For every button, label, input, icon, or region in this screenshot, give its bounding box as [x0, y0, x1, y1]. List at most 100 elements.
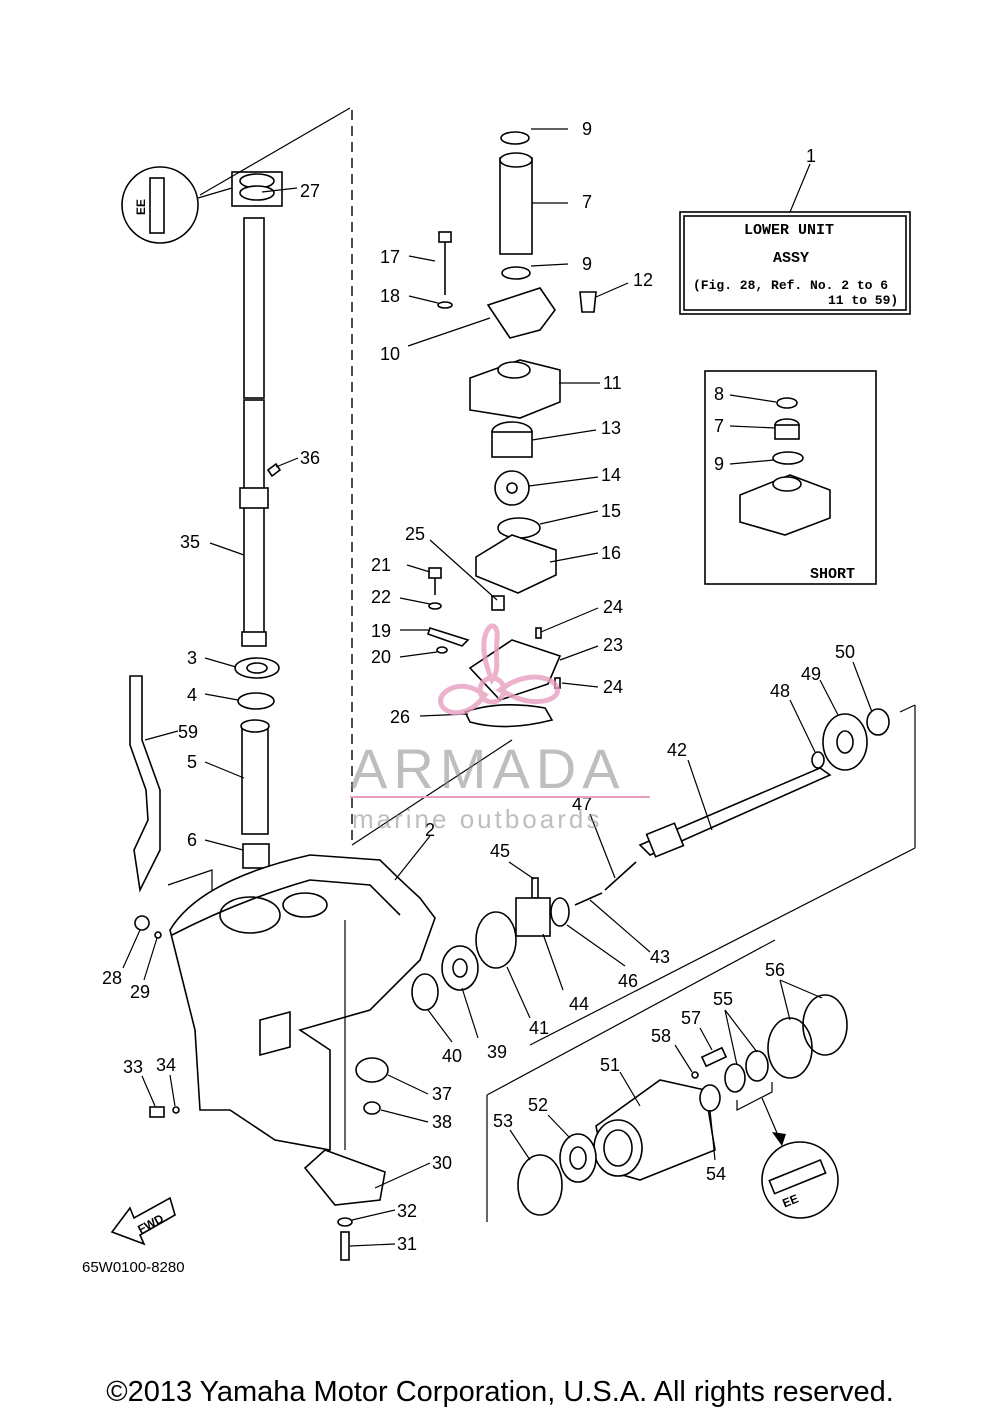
callout-2: 2: [425, 820, 435, 840]
callout-4: 4: [187, 685, 197, 705]
impeller-14: [494, 470, 530, 506]
grease-icon-bottom: [761, 1141, 839, 1219]
callout-17: 17: [380, 247, 400, 267]
lower-case-group: [134, 854, 436, 1261]
callout-27: 27: [300, 181, 320, 201]
callout-29: 29: [130, 982, 150, 1002]
gasket-15: [497, 517, 541, 539]
propeller-shaft-group: [411, 708, 890, 1011]
callout-21: 21: [371, 555, 391, 575]
drawing-code: 65W0100-8280: [82, 1259, 185, 1276]
bearing-3: [234, 657, 280, 679]
oring-56b: [802, 994, 848, 1056]
bearing-52: [559, 1133, 597, 1183]
callout-24a: 24: [603, 597, 623, 617]
drive-shaft-upper: [243, 217, 265, 399]
short-callout-7: 7: [714, 416, 724, 436]
callout-53: 53: [493, 1111, 513, 1131]
callout-47: 47: [572, 794, 592, 814]
callout-34: 34: [156, 1055, 176, 1075]
assy-box-line3: (Fig. 28, Ref. No. 2 to 6: [693, 278, 888, 293]
drive-shaft-group: EE: [121, 166, 283, 893]
callout-38: 38: [432, 1112, 452, 1132]
callout-58: 58: [651, 1026, 671, 1046]
short-callout-9: 9: [714, 454, 724, 474]
callout-45: 45: [490, 841, 510, 861]
propeller-shaft-42: [638, 767, 832, 856]
callout-41: 41: [529, 1018, 549, 1038]
callout-24b: 24: [603, 677, 623, 697]
water-pump-group: [426, 131, 597, 728]
pump-housing-11: [469, 359, 561, 419]
assy-box: 1 LOWER UNIT ASSY (Fig. 28, Ref. No. 2 t…: [679, 146, 911, 315]
callout-49: 49: [801, 664, 821, 684]
bearing-39: [441, 945, 479, 991]
callout-10: 10: [380, 344, 400, 364]
grease-icon-top: [121, 166, 199, 244]
sleeve-5: [241, 723, 269, 835]
anode-30: [303, 1149, 386, 1206]
callout-55: 55: [713, 989, 733, 1009]
gear-41: [475, 911, 517, 969]
gasket-26: [463, 704, 554, 728]
short-callout-8: 8: [714, 384, 724, 404]
gear-49: [822, 713, 868, 771]
fwd-arrow: FWD: [110, 1196, 176, 1246]
needle-bearing-6: [242, 843, 270, 869]
callout-42: 42: [667, 740, 687, 760]
oring-53: [517, 1154, 563, 1216]
watermark-brand: ARMADA: [350, 737, 626, 800]
watermark-tagline: marine outboards: [352, 804, 602, 834]
callout-33: 33: [123, 1057, 143, 1077]
assy-box-line4: 11 to 59): [828, 293, 898, 308]
callout-36: 36: [300, 448, 320, 468]
callout-43: 43: [650, 947, 670, 967]
callout-18: 18: [380, 286, 400, 306]
callout-22: 22: [371, 587, 391, 607]
drive-shaft-lower: [243, 399, 265, 641]
callout-25: 25: [405, 524, 425, 544]
callout-23: 23: [603, 635, 623, 655]
callout-28: 28: [102, 968, 122, 988]
callout-20: 20: [371, 647, 391, 667]
callout-16: 16: [601, 543, 621, 563]
callout-9a: 9: [582, 119, 592, 139]
callout-35: 35: [180, 532, 200, 552]
callout-14: 14: [601, 465, 621, 485]
callout-52: 52: [528, 1095, 548, 1115]
callout-9b: 9: [582, 254, 592, 274]
pinion-37: [355, 1057, 389, 1083]
callout-37: 37: [432, 1084, 452, 1104]
callout-31: 31: [397, 1234, 417, 1254]
assembly-boundary-lines: [167, 107, 916, 1222]
callout-30: 30: [432, 1153, 452, 1173]
callout-3: 3: [187, 648, 197, 668]
grease-icon-bottom-label: EE: [780, 1191, 800, 1210]
shaft-housing-group: EE: [517, 994, 848, 1219]
callout-40: 40: [442, 1046, 462, 1066]
clutch-44: [515, 897, 551, 937]
oring-56a: [767, 1017, 813, 1079]
callout-32: 32: [397, 1201, 417, 1221]
assy-box-line2: ASSY: [773, 250, 809, 267]
callout-50: 50: [835, 642, 855, 662]
callout-39: 39: [487, 1042, 507, 1062]
grease-icon-top-label: EE: [134, 199, 148, 215]
short-label: SHORT: [810, 566, 855, 583]
armada-watermark: ARMADA marine outboards: [350, 623, 650, 834]
callout-5: 5: [187, 752, 197, 772]
plate-23: [468, 639, 562, 701]
callout-48: 48: [770, 681, 790, 701]
ring-4: [237, 692, 275, 710]
callout-26: 26: [390, 707, 410, 727]
water-tube-7: [499, 157, 533, 255]
shift-rod-59: [129, 675, 161, 893]
callout-46: 46: [618, 971, 638, 991]
copyright-notice: ©2013 Yamaha Motor Corporation, U.S.A. A…: [106, 1376, 894, 1408]
callout-19: 19: [371, 621, 391, 641]
short-box: 8 7 9 SHORT: [704, 370, 877, 585]
callout-11: 11: [603, 373, 622, 393]
callout-6: 6: [187, 830, 197, 850]
callout-59: 59: [178, 722, 198, 742]
